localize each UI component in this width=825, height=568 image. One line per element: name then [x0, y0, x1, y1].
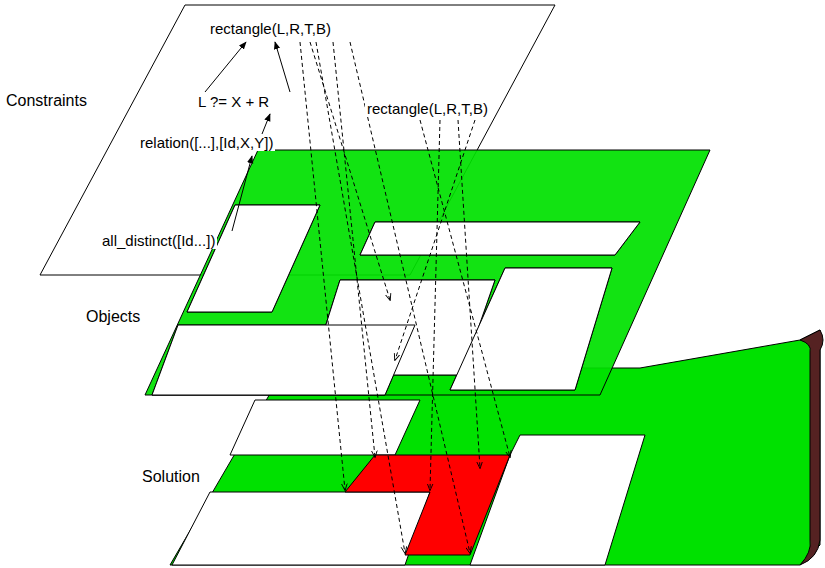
layer-label: Constraints	[4, 92, 89, 110]
constraint-expression-holder: rectangle(L,R,T,B)	[208, 20, 333, 37]
layer-label-holder: Constraints	[4, 92, 89, 110]
objects-plane	[145, 150, 710, 395]
curled-edge	[800, 330, 823, 565]
constraint-expression: rectangle(L,R,T,B)	[208, 20, 333, 37]
layer-label: Objects	[84, 308, 142, 326]
constraint-expression: relation([...],[Id,X,Y])	[138, 134, 275, 151]
constraint-expression-holder: L ?= X + R	[196, 93, 271, 110]
layer-label: Solution	[140, 468, 202, 486]
solution-shape	[345, 455, 510, 555]
constraint-expression: all_distinct([Id...])	[100, 232, 217, 249]
constraint-expression: rectangle(L,R,T,B)	[365, 100, 490, 117]
layer-label-holder: Objects	[84, 308, 142, 326]
constraint-expression-holder: rectangle(L,R,T,B)	[365, 100, 490, 117]
constraint-expression: L ?= X + R	[196, 93, 271, 110]
mapping-arrows	[300, 42, 510, 553]
constraint-expression-holder: all_distinct([Id...])	[100, 232, 217, 249]
layer-label-holder: Solution	[140, 468, 202, 486]
constraint-expression-holder: relation([...],[Id,X,Y])	[138, 134, 275, 151]
